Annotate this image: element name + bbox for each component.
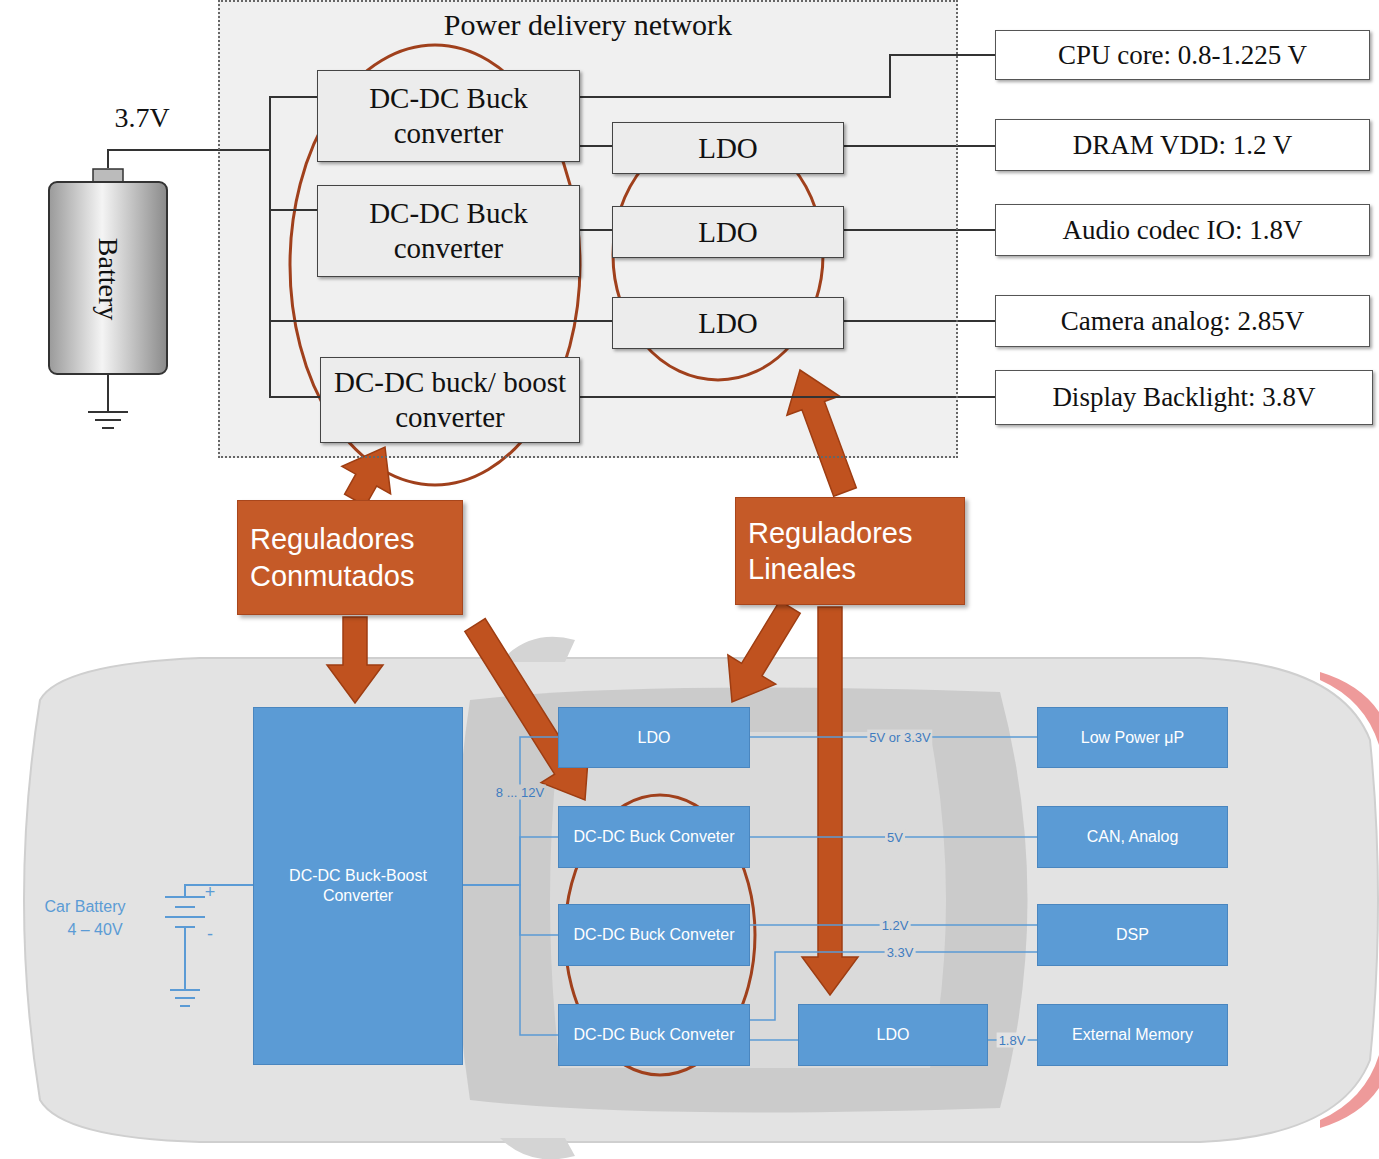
box-label: Display Backlight: 3.8V — [1052, 382, 1315, 413]
load-box: CAN, Analog — [1037, 806, 1228, 868]
wire-connector — [844, 229, 995, 231]
load-box: Camera analog: 2.85V — [995, 295, 1370, 347]
box-label: Battery — [92, 237, 124, 319]
car-illustration — [24, 637, 1379, 1159]
wire-connector — [580, 396, 995, 398]
ldo-box: LDO — [798, 1004, 988, 1066]
load-box: Display Backlight: 3.8V — [995, 370, 1373, 425]
box-label: Low Power μP — [1081, 728, 1184, 748]
wire-connector — [108, 150, 612, 321]
box-label: Audio codec IO: 1.8V — [1063, 215, 1303, 246]
polarity-mark: - — [207, 924, 213, 945]
wire-connector — [580, 145, 612, 147]
load-box: Low Power μP — [1037, 707, 1228, 768]
converter-box: DC-DC Buck Conveter — [558, 806, 750, 868]
box-label: DRAM VDD: 1.2 V — [1073, 130, 1293, 161]
car-battery-symbol — [165, 885, 253, 1006]
ldo-box: LDO — [612, 297, 844, 349]
voltage-label: 5V — [885, 830, 905, 845]
box-label: LDO — [698, 306, 758, 341]
converter-box: DC-DC Buck converter — [317, 70, 580, 162]
box-label: CAN, Analog — [1087, 827, 1179, 847]
wire-connector — [463, 885, 558, 1035]
box-label: External Memory — [1072, 1025, 1193, 1045]
box-label: DC-DC buck/ boost converter — [329, 365, 571, 435]
load-box: CPU core: 0.8-1.225 V — [995, 30, 1370, 80]
box-label: DC-DC Buck Conveter — [574, 925, 735, 945]
wire-connector — [580, 229, 612, 231]
region-title: Power delivery network — [220, 8, 956, 42]
battery-label: Car Battery — [45, 898, 126, 916]
converter-box: DC-DC Buck converter — [317, 185, 580, 277]
callout-arrow — [342, 447, 391, 506]
box-label: LDO — [698, 215, 758, 250]
voltage-label: 5V or 3.3V — [867, 730, 932, 745]
converter-box: DC-DC Buck Conveter — [558, 1004, 750, 1066]
voltage-label: 1.8V — [997, 1033, 1028, 1048]
box-label: Reguladores Lineales — [748, 515, 952, 588]
voltage-label: 3.7V — [114, 102, 169, 134]
wire-connector — [463, 837, 558, 885]
converter-box: DC-DC buck/ boost converter — [320, 357, 580, 443]
voltage-label: 1.2V — [880, 918, 911, 933]
callout-box: Reguladores Lineales — [735, 497, 965, 605]
load-box: External Memory — [1037, 1004, 1228, 1066]
box-label: DSP — [1116, 925, 1149, 945]
callout-arrow — [327, 617, 383, 703]
box-label: DC-DC Buck converter — [326, 196, 571, 266]
box-label: DC-DC Buck-Boost Converter — [264, 866, 452, 906]
voltage-label: 4 – 40V — [67, 921, 122, 939]
box-label: LDO — [638, 728, 671, 748]
box-label: DC-DC Buck converter — [326, 81, 571, 151]
load-box: Audio codec IO: 1.8V — [995, 204, 1370, 256]
polarity-mark: + — [205, 882, 216, 903]
ldo-box: LDO — [558, 707, 750, 768]
wire-connector — [463, 885, 558, 935]
wire-connector — [580, 55, 995, 97]
box-label: LDO — [698, 131, 758, 166]
load-box: DSP — [1037, 904, 1228, 966]
wire-connector — [844, 320, 995, 322]
wire-connector — [844, 145, 995, 147]
wire-connector — [108, 97, 317, 168]
wire-connector — [463, 737, 558, 885]
callout-box: Reguladores Conmutados — [237, 500, 463, 615]
callout-arrow — [802, 607, 858, 995]
wire-connector — [750, 1039, 798, 1041]
battery-cell: Battery — [48, 168, 168, 375]
voltage-label: 3.3V — [885, 945, 916, 960]
box-label: Camera analog: 2.85V — [1061, 306, 1305, 337]
ldo-box: LDO — [612, 206, 844, 258]
battery-ground — [88, 375, 128, 428]
box-label: CPU core: 0.8-1.225 V — [1058, 40, 1307, 71]
callout-arrow — [728, 601, 800, 702]
box-label: LDO — [877, 1025, 910, 1045]
box-label: DC-DC Buck Conveter — [574, 827, 735, 847]
network-region: Power delivery networkDC-DC Buck convert… — [218, 0, 958, 458]
box-label: Reguladores Conmutados — [250, 521, 450, 594]
converter-box: DC-DC Buck-Boost Converter — [253, 707, 463, 1065]
ldo-box: LDO — [612, 122, 844, 174]
load-box: DRAM VDD: 1.2 V — [995, 119, 1370, 171]
box-label: DC-DC Buck Conveter — [574, 1025, 735, 1045]
voltage-label: 8 ... 12V — [494, 785, 546, 800]
converter-box: DC-DC Buck Conveter — [558, 904, 750, 966]
callout-arrow — [787, 370, 856, 496]
